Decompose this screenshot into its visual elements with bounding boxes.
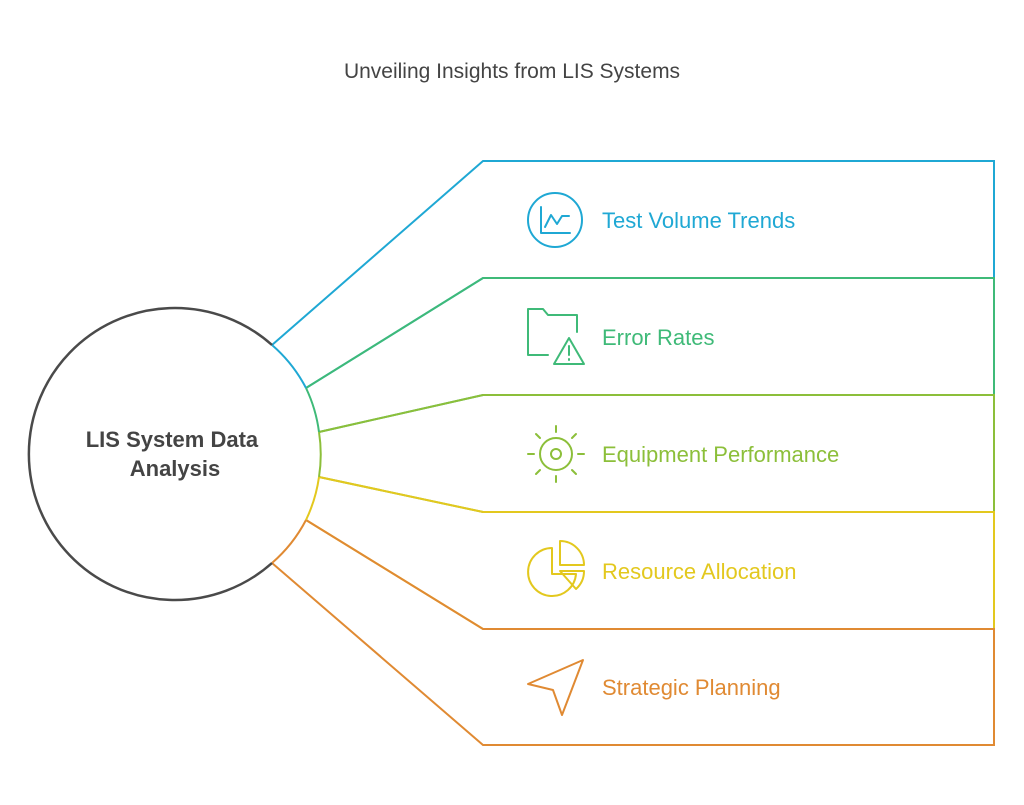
band-error-rates: [305, 277, 995, 433]
navigation-arrow-icon: [527, 659, 584, 716]
item-label-resource-allocation: Resource Allocation: [602, 559, 796, 584]
band-resource-allocation: [305, 476, 995, 630]
hub-arc-equipment-performance: [318, 431, 322, 478]
page-title: Unveiling Insights from LIS Systems: [343, 60, 681, 83]
hub-circle: [27, 306, 273, 602]
band-test-volume: [271, 160, 995, 389]
band-strategic-planning: [271, 519, 995, 746]
hub-arc-resource-allocation: [305, 476, 320, 521]
item-label-strategic-planning: Strategic Planning: [602, 675, 781, 700]
hub-label: LIS System Data Analysis: [86, 427, 265, 481]
hub-label-line-1: LIS System Data: [86, 427, 259, 452]
item-label-error-rates: Error Rates: [602, 325, 714, 350]
pie-chart-icon: [527, 540, 586, 597]
sun-gear-icon: [527, 425, 585, 483]
item-label-equipment-performance: Equipment Performance: [602, 442, 839, 467]
hub-arc-strategic-planning: [271, 519, 307, 564]
item-label-test-volume-trends: Test Volume Trends: [602, 208, 795, 233]
folder-warning-icon: [527, 308, 585, 365]
hub-arc-error-rates: [305, 387, 320, 433]
hub-label-line-2: Analysis: [130, 456, 221, 481]
hub-arc-test-volume: [271, 344, 307, 389]
line-chart-icon: [527, 192, 583, 248]
